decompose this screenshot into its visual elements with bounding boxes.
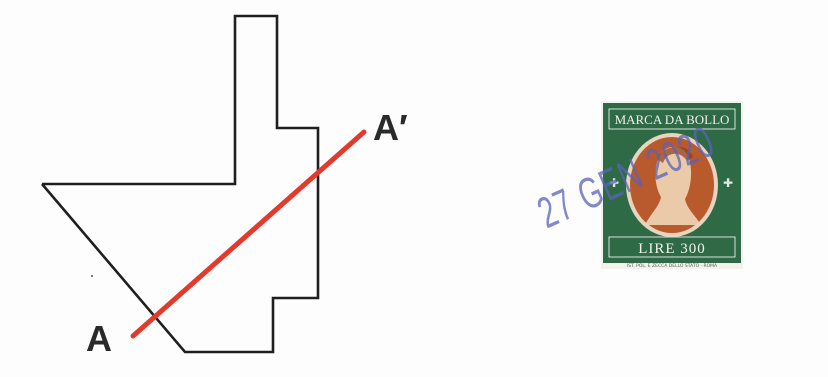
svg-text:✚: ✚ [723,176,733,190]
section-line [130,129,367,339]
label-a: A [86,318,112,359]
stamp-top-text: MARCA DA BOLLO [615,112,730,127]
label-a-prime: A′ [373,107,408,148]
plan-outline [41,14,320,354]
revenue-stamp: MARCA DA BOLLO ✚ ✚ ✚ ✚ LIRE 300 IST. POL… [601,101,743,269]
stray-dot [91,275,93,277]
stamp-printer-text: IST. POL. E ZECCA DELLO STATO · ROMA [627,263,718,269]
svg-text:✚: ✚ [609,176,619,190]
stamp-value-text: LIRE 300 [638,241,706,257]
